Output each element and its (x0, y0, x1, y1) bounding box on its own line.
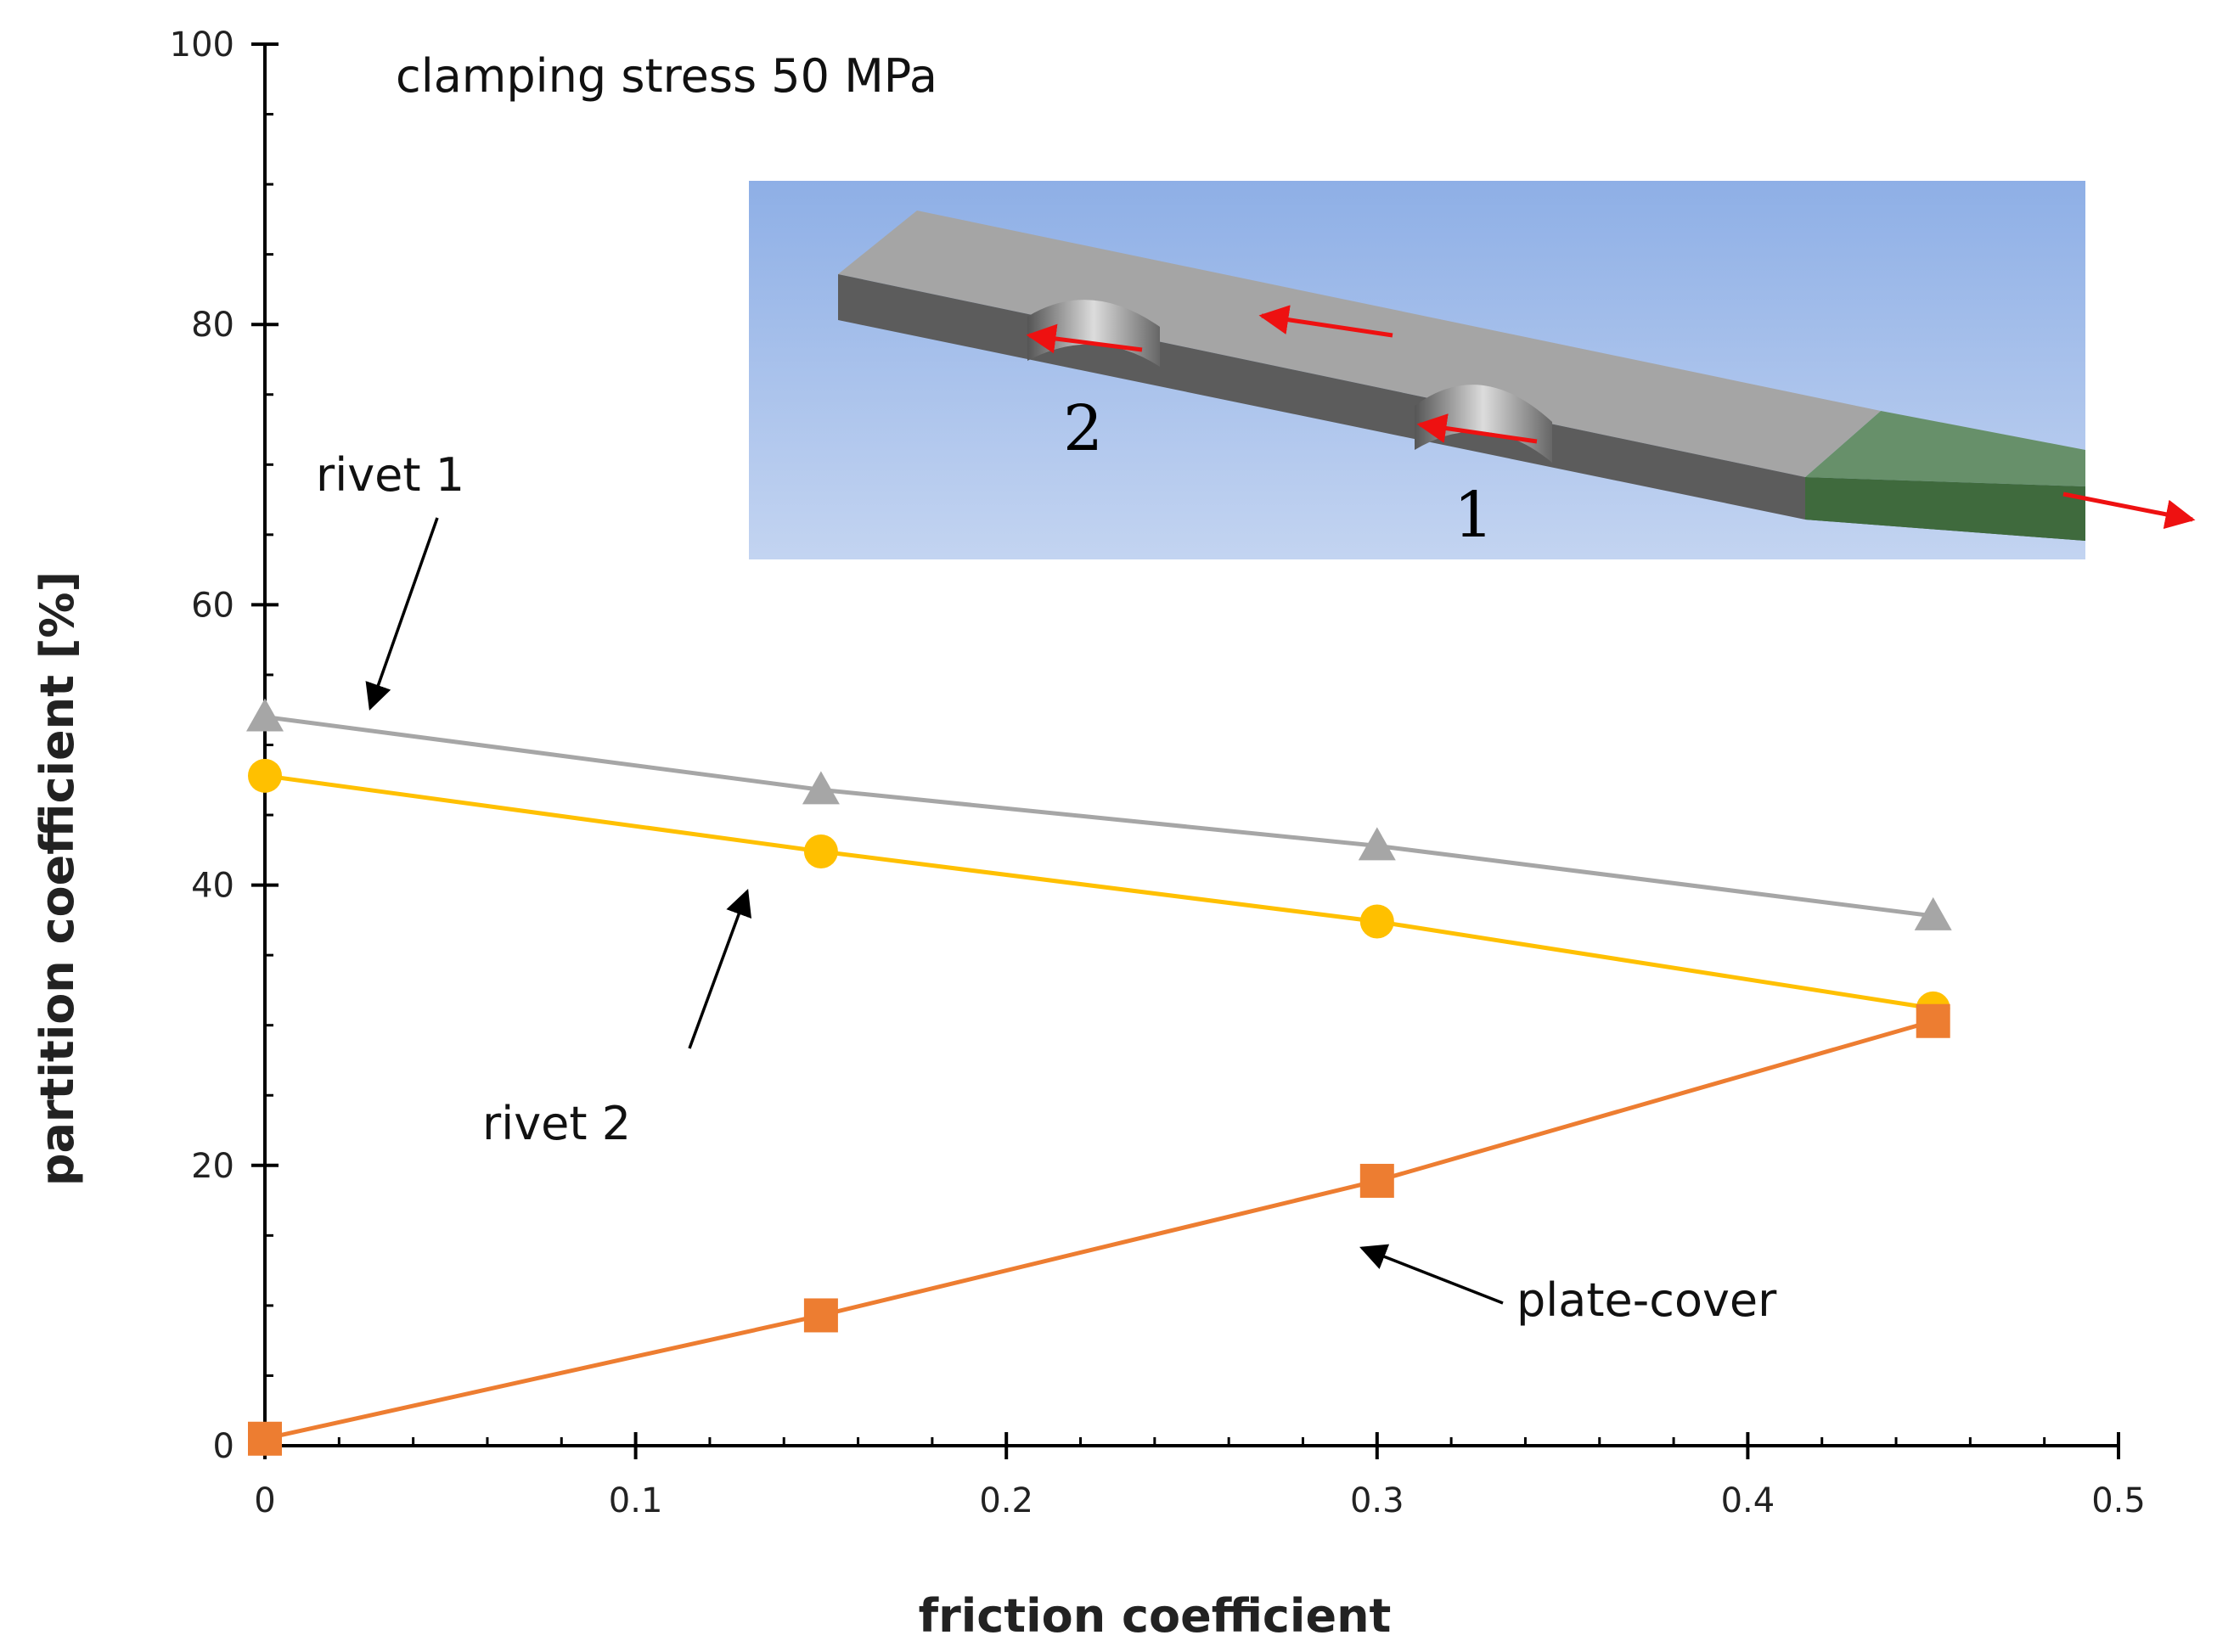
data-point-circle (248, 758, 282, 793)
force-arrow-cover (2062, 492, 2196, 530)
x-tick-label: 0.5 (2091, 1481, 2146, 1520)
x-tick-label: 0 (254, 1481, 275, 1520)
data-point-square (803, 1298, 838, 1333)
x-tick-label: 0.2 (979, 1481, 1033, 1520)
x-tick-label: 0.3 (1350, 1481, 1404, 1520)
y-tick-label: 60 (191, 586, 234, 625)
y-tick-label: 40 (191, 867, 234, 906)
force-arrow-plate (1258, 305, 1393, 338)
y-tick-label: 100 (170, 25, 234, 65)
data-point-square (248, 1421, 282, 1456)
data-point-triangle (802, 771, 840, 805)
force-arrow-hole-1 (1416, 413, 1538, 444)
hole-1-notch (1415, 385, 1552, 463)
y-tick-label: 20 (191, 1147, 234, 1186)
annotation-rivet-2: rivet 2 (482, 1097, 631, 1150)
annotation-plate-cover: plate-cover (1516, 1273, 1777, 1327)
arrow-rivet-1 (365, 517, 439, 711)
inset-label-1: 1 (1454, 479, 1494, 552)
arrow-rivet-2 (688, 889, 752, 1049)
y-axis-title: partition coefficient [%] (31, 571, 84, 1186)
force-arrow-hole-2 (1026, 323, 1143, 354)
series-square-line (264, 1019, 1934, 1441)
x-axis-title: friction coefficient (919, 1589, 1392, 1643)
cover-top-face (1805, 411, 2085, 486)
cover-front-face (1805, 477, 2085, 541)
data-point-triangle (246, 698, 284, 732)
arrow-plate-cover (1359, 1244, 1504, 1305)
annotation-clamping-stress: clamping stress 50 MPa (396, 49, 937, 103)
inset-model-picture: 2 1 (749, 181, 2196, 559)
hole-2-notch (1027, 300, 1160, 367)
data-point-square (1359, 1163, 1394, 1198)
data-point-circle (1359, 904, 1394, 939)
y-tick-label: 0 (213, 1427, 234, 1466)
inset-label-2: 2 (1063, 392, 1103, 465)
annotation-rivet-1: rivet 1 (316, 448, 464, 502)
plate-top-face (838, 211, 1881, 477)
y-tick-label: 80 (191, 306, 234, 345)
data-point-triangle (1358, 827, 1396, 861)
data-point-circle (803, 834, 838, 868)
y-axis: 0 20 40 60 80 100 (170, 25, 279, 1466)
data-point-square (1916, 1003, 1950, 1038)
series-circle-line (264, 773, 1934, 1011)
x-axis: 0 0.1 0.2 0.3 0.4 0.5 (254, 1432, 2146, 1520)
x-tick-label: 0.1 (609, 1481, 663, 1520)
series-triangle-line (264, 715, 1934, 919)
data-point-triangle (1914, 896, 1952, 930)
x-tick-label: 0.4 (1721, 1481, 1775, 1520)
series-group (246, 698, 1952, 1456)
